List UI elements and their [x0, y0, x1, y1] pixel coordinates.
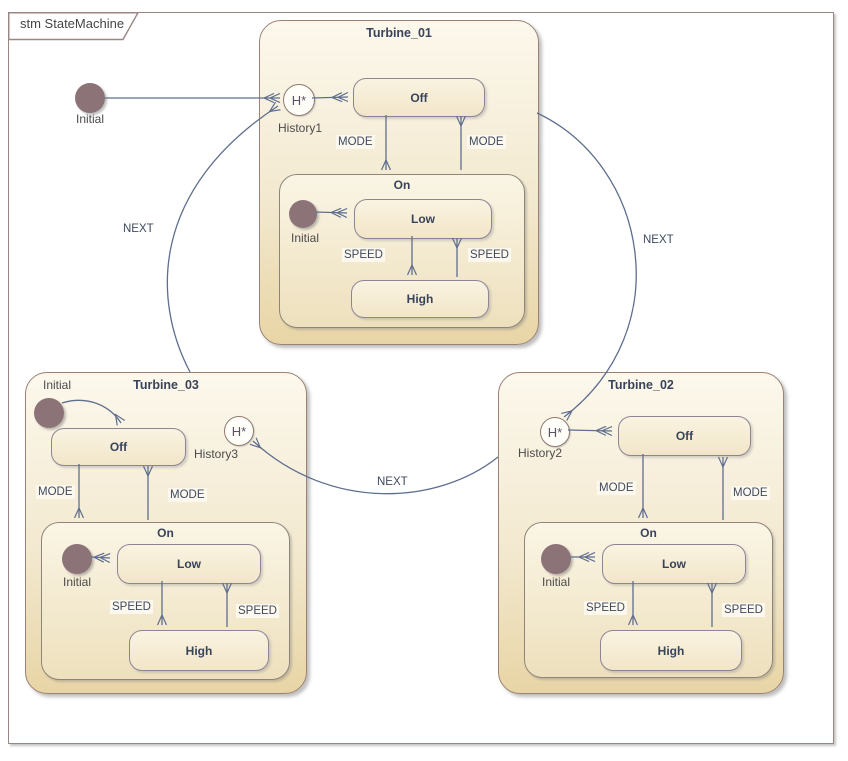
state-high-label: High: [185, 643, 213, 658]
turbine-02-title: Turbine_02: [608, 378, 674, 392]
composite-state-on-turbine-02[interactable]: On Initial Low High: [524, 522, 773, 678]
state-high-label: High: [406, 292, 434, 306]
transition-next-t1-to-history2[interactable]: [536, 112, 637, 417]
history-2-label: History2: [517, 446, 563, 460]
history-3-label: History3: [193, 447, 239, 461]
state-low-label: Low: [177, 557, 201, 571]
state-off-label: Off: [109, 440, 128, 454]
initial-pseudostate-on-01[interactable]: [289, 200, 317, 228]
speed-label-t3-up[interactable]: SPEED: [236, 604, 279, 618]
initial-pseudostate-outer[interactable]: [75, 83, 105, 113]
transition-initial-to-low-t3[interactable]: [90, 557, 110, 558]
state-off-turbine-01[interactable]: Off: [353, 78, 485, 117]
initial-label-outer: Initial: [75, 112, 105, 126]
state-off-turbine-03[interactable]: Off: [51, 428, 186, 466]
next-label-t1-to-t2[interactable]: NEXT: [641, 233, 676, 247]
transition-history2-to-off[interactable]: [567, 430, 612, 431]
speed-label-t1-up[interactable]: SPEED: [468, 248, 511, 262]
state-high-turbine-02[interactable]: High: [600, 630, 742, 671]
speed-label-t2-up[interactable]: SPEED: [722, 603, 765, 617]
composite-state-on-turbine-01[interactable]: On Initial Low High: [279, 174, 525, 328]
on-title: On: [157, 526, 174, 540]
state-high-turbine-01[interactable]: High: [351, 280, 489, 318]
initial-label-on-02: Initial: [541, 575, 571, 589]
mode-label-t1-up[interactable]: MODE: [467, 135, 506, 149]
state-off-label: Off: [675, 429, 694, 443]
mode-label-t2-up[interactable]: MODE: [731, 486, 770, 500]
on-title: On: [640, 526, 657, 540]
transition-initial-to-off-t3[interactable]: [61, 399, 121, 423]
state-off-turbine-02[interactable]: Off: [618, 416, 751, 456]
composite-state-turbine-01[interactable]: Turbine_01 H* History1 Off On Initial Lo…: [259, 20, 539, 345]
frame-tab: [8, 12, 140, 41]
turbine-03-title: Turbine_03: [133, 378, 199, 392]
history-pseudostate-2[interactable]: H*: [540, 417, 570, 447]
transition-next-t2-to-history3[interactable]: [253, 441, 499, 495]
frame-tab-label: stm StateMachine: [20, 16, 125, 31]
turbine-01-title: Turbine_01: [366, 26, 432, 40]
initial-label-on-01: Initial: [290, 231, 320, 245]
mode-label-t3-up[interactable]: MODE: [168, 488, 207, 502]
mode-label-t2-down[interactable]: MODE: [597, 481, 636, 495]
history-star-glyph: H*: [291, 92, 307, 108]
history-1-label: History1: [277, 121, 323, 135]
composite-state-turbine-03[interactable]: Turbine_03 Initial Off H* History3 On In…: [25, 372, 307, 694]
history-star-glyph: H*: [547, 424, 563, 440]
history-pseudostate-3[interactable]: H*: [224, 416, 254, 446]
mode-label-t1-down[interactable]: MODE: [336, 135, 375, 149]
state-low-turbine-01[interactable]: Low: [354, 199, 492, 239]
state-low-turbine-03[interactable]: Low: [117, 544, 261, 584]
composite-state-on-turbine-03[interactable]: On Initial Low High: [41, 522, 290, 680]
next-label-t3-to-t1[interactable]: NEXT: [121, 222, 156, 236]
frame-tab-shape: [8, 12, 140, 41]
initial-label-on-03: Initial: [62, 575, 92, 589]
state-high-label: High: [657, 643, 685, 658]
transition-next-t3-to-history1[interactable]: [166, 106, 278, 373]
initial-pseudostate-on-02[interactable]: [541, 544, 571, 574]
initial-pseudostate-turbine-03[interactable]: [34, 398, 64, 428]
on-title: On: [393, 178, 411, 192]
transition-initial-to-low-t1[interactable]: [315, 212, 347, 213]
initial-label-turbine-03: Initial: [42, 378, 72, 392]
transition-history1-to-off[interactable]: [311, 97, 348, 98]
composite-state-turbine-02[interactable]: Turbine_02 H* History2 Off On Initial Lo…: [498, 372, 784, 694]
speed-label-t3-down[interactable]: SPEED: [110, 600, 153, 614]
history-pseudostate-1[interactable]: H*: [283, 84, 315, 116]
history-star-glyph: H*: [231, 423, 247, 439]
speed-label-t1-down[interactable]: SPEED: [342, 248, 385, 262]
mode-label-t3-down[interactable]: MODE: [36, 485, 75, 499]
speed-label-t2-down[interactable]: SPEED: [584, 601, 627, 615]
initial-pseudostate-on-03[interactable]: [62, 544, 92, 574]
state-low-label: Low: [411, 212, 435, 226]
state-low-label: Low: [662, 557, 686, 571]
state-off-label: Off: [410, 90, 428, 105]
next-label-t2-to-t3[interactable]: NEXT: [375, 475, 410, 489]
state-low-turbine-02[interactable]: Low: [602, 544, 746, 584]
state-high-turbine-03[interactable]: High: [129, 630, 269, 671]
